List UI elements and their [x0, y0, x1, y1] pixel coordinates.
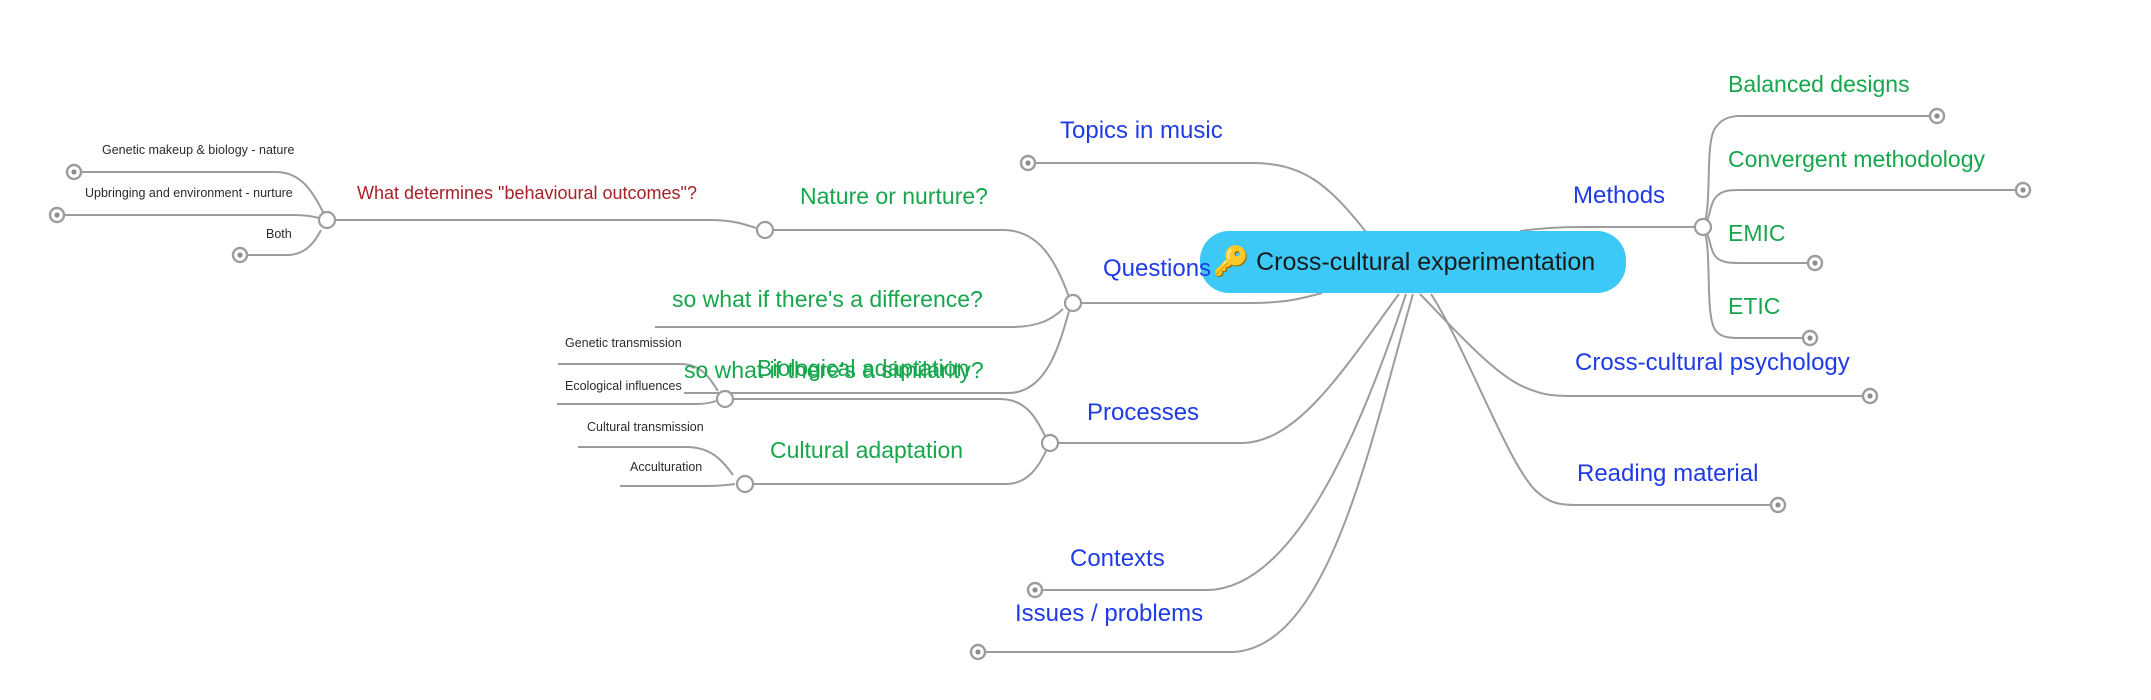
- leaf-endpoint-genetic-makeup: [65, 163, 83, 181]
- branch-line-both: [240, 229, 322, 256]
- node-cultural-adaptation[interactable]: Cultural adaptation: [770, 437, 964, 463]
- leaf-endpoint-emic: [1806, 254, 1824, 272]
- node-cross-cultural-psychology[interactable]: Cross-cultural psychology: [1575, 349, 1850, 376]
- node-genetic-transmission[interactable]: Genetic transmission: [565, 336, 682, 350]
- branch-line-methods: [1519, 226, 1703, 232]
- node-contexts[interactable]: Contexts: [1070, 545, 1165, 572]
- junction-circle-methods: [1693, 217, 1713, 237]
- node-difference[interactable]: so what if there's a difference?: [672, 286, 983, 312]
- branch-line-convergent-methodology: [1702, 189, 2023, 228]
- node-convergent-methodology[interactable]: Convergent methodology: [1728, 146, 1985, 172]
- branch-line-contexts: [1035, 293, 1407, 591]
- node-ecological-influences[interactable]: Ecological influences: [565, 379, 682, 393]
- leaf-endpoint-balanced-designs: [1928, 107, 1946, 125]
- leaf-endpoint-cross-cultural-psychology: [1861, 387, 1879, 405]
- key-icon: 🔑: [1213, 245, 1250, 278]
- node-biological-adaptation[interactable]: Biological adaptation: [757, 355, 970, 381]
- junction-circle-questions: [1063, 293, 1083, 313]
- node-acculturation[interactable]: Acculturation: [630, 460, 703, 474]
- branch-line-topics-in-music: [1028, 162, 1367, 233]
- junction-circle-what-determines: [317, 210, 337, 230]
- leaf-endpoint-topics-in-music: [1019, 154, 1037, 172]
- leaf-endpoint-convergent-methodology: [2014, 181, 2032, 199]
- branch-line-balanced-designs: [1702, 115, 1937, 228]
- branch-line-cultural-transmission: [578, 446, 734, 476]
- branch-line-nature-or-nurture: [765, 229, 1070, 298]
- leaf-endpoint-etic: [1801, 329, 1819, 347]
- node-topics-in-music[interactable]: Topics in music: [1060, 117, 1223, 144]
- branch-line-issues-problems: [978, 293, 1414, 653]
- leaf-endpoint-issues-problems: [969, 643, 987, 661]
- branch-line-cultural-adaptation: [745, 450, 1047, 485]
- node-both[interactable]: Both: [266, 227, 292, 241]
- leaf-endpoint-upbringing: [48, 206, 66, 224]
- node-reading-material[interactable]: Reading material: [1577, 460, 1759, 487]
- root-node[interactable]: 🔑 Cross-cultural experimentation: [1200, 231, 1626, 293]
- branch-line-ecological-influences: [557, 400, 717, 405]
- branch-line-genetic-transmission: [558, 363, 719, 392]
- node-nature-or-nurture[interactable]: Nature or nurture?: [800, 183, 988, 209]
- branch-line-questions: [1073, 292, 1323, 304]
- node-emic[interactable]: EMIC: [1728, 220, 1786, 246]
- branch-line-upbringing: [57, 214, 320, 219]
- branch-line-etic: [1702, 226, 1810, 339]
- node-questions[interactable]: Questions: [1103, 255, 1212, 282]
- leaf-endpoint-contexts: [1026, 581, 1044, 599]
- node-issues-problems[interactable]: Issues / problems: [1015, 600, 1204, 627]
- leaf-endpoint-both: [231, 246, 249, 264]
- junction-circle-cultural-adaptation: [735, 474, 755, 494]
- branch-line-processes: [1050, 293, 1400, 444]
- branch-line-cross-cultural-psychology: [1419, 293, 1870, 397]
- leaf-endpoint-reading-material: [1769, 496, 1787, 514]
- node-balanced-designs[interactable]: Balanced designs: [1728, 71, 1910, 97]
- junction-circle-processes: [1040, 433, 1060, 453]
- node-what-determines[interactable]: What determines "behavioural outcomes"?: [357, 183, 697, 203]
- node-genetic-makeup[interactable]: Genetic makeup & biology - nature: [102, 143, 295, 157]
- node-processes[interactable]: Processes: [1087, 399, 1200, 426]
- node-upbringing[interactable]: Upbringing and environment - nurture: [85, 186, 293, 200]
- root-node-title: Cross-cultural experimentation: [1256, 247, 1596, 276]
- branch-line-what-determines: [327, 219, 757, 229]
- node-methods[interactable]: Methods: [1573, 182, 1666, 209]
- junction-circle-biological-adaptation: [715, 389, 735, 409]
- branch-line-biological-adaptation: [725, 398, 1046, 437]
- branch-line-emic: [1702, 226, 1815, 264]
- branch-line-genetic-makeup: [74, 171, 324, 213]
- node-similarity[interactable]: so what if there's a similarity?: [684, 357, 984, 383]
- branch-line-acculturation: [620, 483, 736, 487]
- junction-circle-nature-or-nurture: [755, 220, 775, 240]
- node-etic[interactable]: ETIC: [1728, 293, 1781, 319]
- node-cultural-transmission[interactable]: Cultural transmission: [587, 420, 704, 434]
- branch-line-difference: [655, 308, 1064, 328]
- branch-line-reading-material: [1430, 293, 1778, 506]
- branch-line-similarity: [684, 310, 1070, 394]
